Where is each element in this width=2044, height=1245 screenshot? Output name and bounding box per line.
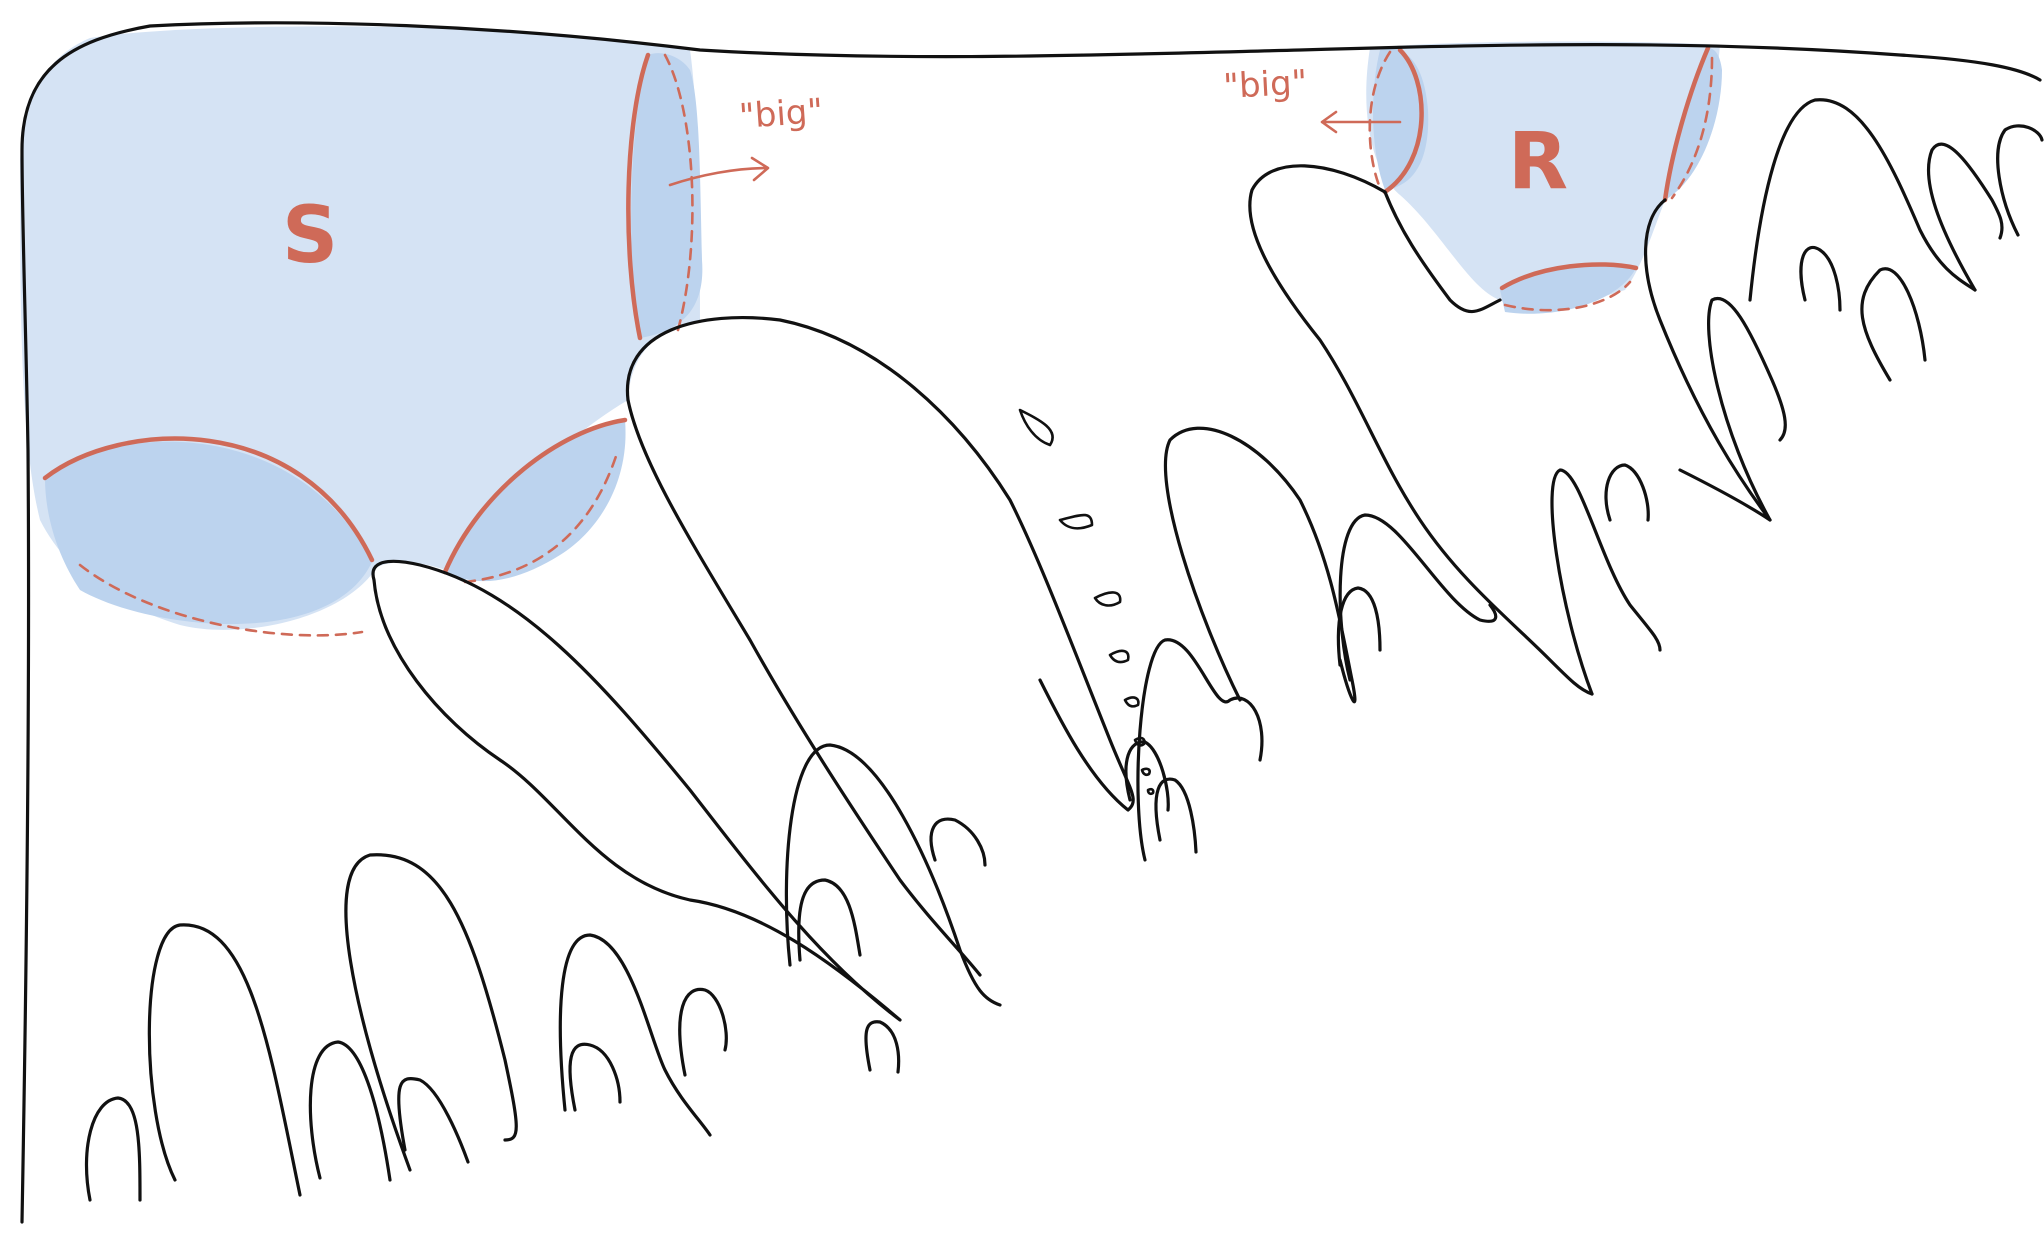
finger-20	[1604, 463, 1650, 522]
finger-24	[1860, 267, 1927, 382]
finger-19	[1550, 468, 1662, 696]
finger-4	[397, 1076, 470, 1164]
finger-14	[1154, 777, 1198, 854]
r-note-arrow	[1320, 110, 1402, 134]
tick-5	[1123, 696, 1140, 708]
tooth-right-2	[1383, 190, 1502, 314]
finger-7	[568, 1042, 622, 1112]
region-r-fill	[1366, 41, 1720, 307]
recursion-ticks	[1018, 408, 1155, 796]
finger-17	[1338, 513, 1498, 682]
tick-2	[1058, 513, 1094, 530]
finger-9	[784, 743, 1002, 1007]
tooth-right-1	[1248, 164, 1594, 696]
s-boundary-bottom-left-line	[42, 436, 375, 563]
finger-18	[1336, 586, 1382, 667]
s-note-arrow	[668, 156, 770, 187]
tree-outline	[20, 21, 2044, 1224]
tooth-main-3	[626, 398, 982, 977]
s-boundary-bottom-right-dash	[463, 448, 620, 584]
r-boundary-bottom-dash	[1503, 280, 1632, 312]
finger-23	[1799, 245, 1842, 312]
finger-10	[797, 878, 862, 962]
r-boundary-bottom	[1500, 264, 1636, 314]
tooth-main-2	[625, 316, 1135, 812]
s-boundary-bottom-right	[445, 420, 626, 582]
r-boundary-left-line	[1382, 47, 1424, 195]
region-s-label: S	[282, 191, 338, 281]
s-boundary-right-line	[626, 52, 651, 341]
r-boundary-right	[1665, 48, 1722, 200]
finger-16	[1163, 426, 1357, 704]
outer-boundary	[20, 21, 2042, 1224]
tick-7	[1140, 767, 1151, 777]
region-s-note: "big"	[738, 91, 824, 137]
finger-1	[84, 1096, 142, 1202]
r-boundary-left-dash	[1368, 50, 1392, 190]
finger-3	[308, 1040, 392, 1182]
region-r: R "big"	[1222, 41, 1722, 314]
finger-8	[678, 987, 728, 1077]
tick-8	[1146, 787, 1155, 796]
s-boundary-bottom-right-line	[442, 417, 628, 575]
region-r-label: R	[1508, 117, 1568, 207]
region-s: S "big"	[20, 26, 824, 637]
tick-1	[1018, 408, 1054, 447]
s-boundary-right	[631, 53, 703, 338]
r-boundary-right-line	[1662, 45, 1711, 203]
r-boundary-right-dash	[1670, 56, 1714, 200]
finger-26	[1926, 142, 2004, 292]
r-boundary-bottom-line	[1499, 262, 1639, 291]
finger-25	[1748, 98, 1977, 302]
tooth-main-1	[371, 559, 902, 1022]
finger-21	[1644, 198, 1772, 522]
tick-6	[1133, 736, 1146, 747]
finger-11	[929, 817, 987, 867]
tick-4	[1108, 649, 1130, 664]
finger-12	[864, 1020, 901, 1074]
finger-5	[344, 853, 518, 1172]
s-boundary-bottom-left	[45, 441, 372, 625]
finger-22	[1707, 296, 1787, 522]
finger-27	[1996, 124, 2044, 237]
tick-3	[1093, 591, 1122, 607]
finger-13	[1136, 638, 1264, 862]
region-r-note: "big"	[1222, 63, 1308, 107]
finger-2	[147, 923, 302, 1197]
finger-6	[558, 933, 712, 1137]
s-boundary-bottom-left-dash	[78, 563, 364, 637]
